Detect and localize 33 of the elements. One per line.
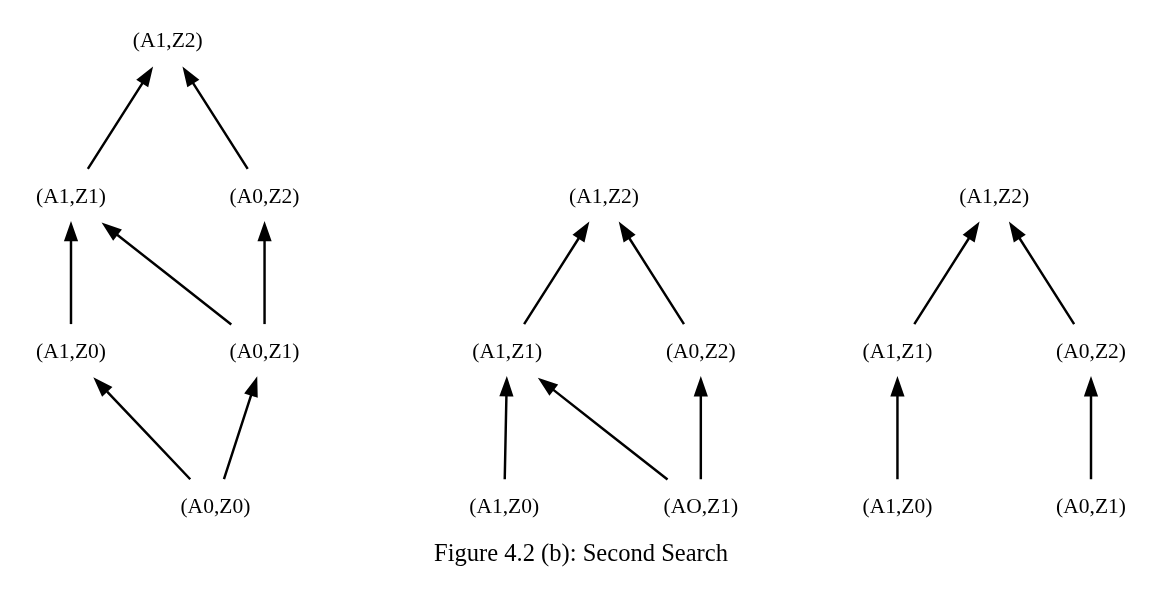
node-text: (A1,Z2) (132, 28, 203, 53)
arrow (101, 222, 232, 326)
arrow (537, 377, 668, 481)
arrow (498, 376, 513, 480)
node-text: (A1,Z0) (862, 493, 932, 518)
arrow (92, 377, 191, 481)
arrow (522, 221, 589, 325)
arrow (63, 220, 78, 325)
node-text: (A0,Z2) (665, 338, 736, 363)
arrow (256, 220, 272, 325)
node-text: (A1,Z2) (958, 183, 1029, 208)
node-text: (A0,Z2) (1055, 338, 1126, 363)
arrow (222, 376, 258, 480)
caption: Figure 4.2 (b): Second Search (433, 538, 728, 566)
node-text: (A0,Z0) (179, 493, 250, 518)
node-text: (A1,Z1) (471, 338, 542, 363)
node-text: (AO,Z1) (663, 493, 738, 518)
arrow (181, 66, 249, 170)
arrow (1083, 376, 1098, 480)
arrow (693, 376, 708, 480)
arrow (86, 66, 153, 170)
node-text: (A1,Z2) (568, 183, 639, 208)
node-text: (A1,Z0) (468, 493, 539, 518)
node-text: (A0,Z1) (1055, 493, 1126, 518)
arrow (912, 221, 980, 325)
node-text: (A0,Z2) (229, 183, 299, 208)
arrow (1008, 221, 1075, 325)
node-text: (A1,Z1) (35, 183, 106, 208)
arrow (618, 221, 685, 325)
node-text: (A1,Z0) (35, 338, 106, 363)
node-text: (A0,Z1) (229, 338, 299, 363)
node-text: (A1,Z1) (862, 338, 932, 363)
arrow (889, 376, 905, 480)
